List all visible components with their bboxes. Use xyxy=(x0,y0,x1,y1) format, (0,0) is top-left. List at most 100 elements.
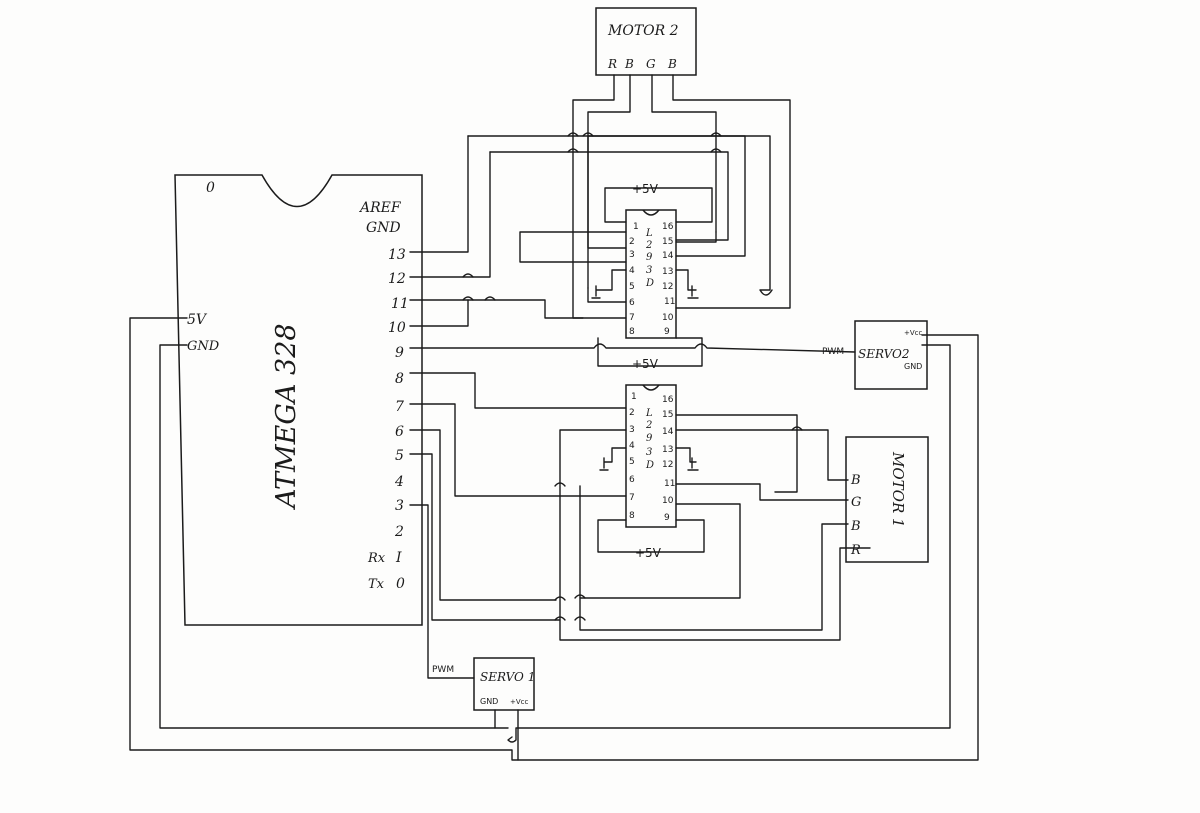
du-pin-7: 7 xyxy=(629,313,635,323)
dl-letter-9: 9 xyxy=(646,433,653,444)
du-supply-bottom-label: +5V xyxy=(632,357,659,371)
wire-du-out1 xyxy=(587,287,627,303)
pin-tx-label: Tx xyxy=(368,577,385,592)
servo-2-body xyxy=(854,320,928,390)
du-pin-6: 6 xyxy=(629,298,635,308)
wire-pin12-bus xyxy=(489,151,729,241)
hop-14 xyxy=(791,426,803,431)
wire-du-gnd-left xyxy=(591,269,627,299)
hop-2 xyxy=(567,148,579,153)
atmega-notch-mark: 0 xyxy=(206,180,215,196)
du-pin-10: 10 xyxy=(662,313,674,323)
pin-rx-label: Rx xyxy=(367,551,386,566)
pin-13-label: 13 xyxy=(388,247,406,263)
wire-pin7 xyxy=(409,403,627,497)
dl-letter-2: 2 xyxy=(645,420,652,431)
wire-dl-gnd-right xyxy=(675,447,699,471)
dl-pin-3: 3 xyxy=(629,425,635,435)
servo-2: SERVO2 PWM +Vcc GND xyxy=(822,320,928,390)
driver-upper: 1 2 3 4 5 6 7 8 16 15 14 13 12 11 10 9 L… xyxy=(625,182,677,371)
wire-dl-pin15 xyxy=(675,414,798,493)
pin-6-label: 6 xyxy=(395,424,404,440)
dl-pin-4: 4 xyxy=(629,441,635,451)
hop-6 xyxy=(462,273,474,278)
pin-5-label: 5 xyxy=(395,448,404,464)
servo-1-body xyxy=(473,657,535,711)
pin-1-label: I xyxy=(395,550,402,566)
dl-pin-14: 14 xyxy=(662,427,674,437)
pin-0-label: 0 xyxy=(396,576,405,592)
pin-7-label: 7 xyxy=(395,399,404,415)
wire-pin13 xyxy=(409,135,469,253)
du-pin-11: 11 xyxy=(664,297,675,307)
du-letter-3: 3 xyxy=(646,265,652,276)
pin-12-label: 12 xyxy=(388,271,406,287)
hop-4 xyxy=(710,132,722,137)
dl-letter-3: 3 xyxy=(646,447,652,458)
hop-7 xyxy=(462,296,474,301)
motor-1-pin-r: R xyxy=(850,543,861,558)
dl-pin-13: 13 xyxy=(662,445,673,455)
wire-gnd-rail-right xyxy=(494,344,951,743)
du-pin-3: 3 xyxy=(629,250,635,260)
pin-10-label: 10 xyxy=(388,320,406,336)
servo-1: SERVO 1 PWM GND +Vcc xyxy=(432,657,535,711)
wire-pin3-servo1 xyxy=(409,504,475,679)
wire-du-vss-loop xyxy=(604,187,713,223)
wire-pin8 xyxy=(409,372,627,409)
pin-gnd-label: GND xyxy=(187,339,220,354)
dl-pin-10: 10 xyxy=(662,496,674,506)
du-letter-d: D xyxy=(645,278,654,289)
servo-2-vcc-label: +Vcc xyxy=(904,329,923,337)
hop-10 xyxy=(554,596,566,601)
du-letter-l: L xyxy=(645,228,653,239)
motor-2-pin-g: G xyxy=(646,57,656,71)
driver-lower: 1 2 3 4 5 6 7 8 16 15 14 13 12 11 10 9 L… xyxy=(625,384,677,560)
du-pin-16: 16 xyxy=(662,222,674,232)
driver-upper-notch xyxy=(642,209,660,216)
pin-8-label: 8 xyxy=(395,371,404,387)
dl-pin-12: 12 xyxy=(662,460,673,470)
dl-pin-11: 11 xyxy=(664,479,675,489)
atmega-body xyxy=(174,174,423,626)
driver-lower-body xyxy=(625,384,677,528)
motor-2-pin-b2: B xyxy=(667,57,677,71)
motor-1-pin-g: G xyxy=(851,495,861,510)
wire-dl-out-b2 xyxy=(579,485,849,631)
wire-dl-pin10 xyxy=(579,503,741,599)
du-pin-1: 1 xyxy=(633,222,639,232)
servo-1-gnd-label: GND xyxy=(480,697,498,706)
du-supply-top-label: +5V xyxy=(632,182,659,196)
wire-pin6 xyxy=(409,429,557,601)
pin-11-label: 11 xyxy=(391,296,409,312)
dl-letter-d: D xyxy=(645,460,654,471)
servo-1-vcc-label: +Vcc xyxy=(510,698,529,706)
servo-2-label: SERVO2 xyxy=(858,347,910,361)
motor-1-label: MOTOR 1 xyxy=(889,451,907,528)
wire-du-out3 xyxy=(675,231,717,243)
driver-upper-body xyxy=(625,209,677,339)
dl-pin-16: 16 xyxy=(662,395,674,405)
wire-dl-out-g xyxy=(675,483,849,501)
pin-aref-label: AREF xyxy=(358,200,402,216)
dl-pin-6: 6 xyxy=(629,475,635,485)
wire-pin9-servo2 xyxy=(409,343,856,353)
du-pin-13: 13 xyxy=(662,267,673,277)
du-pin-5: 5 xyxy=(629,282,635,292)
hop-1 xyxy=(567,132,579,137)
wire-pin5 xyxy=(409,453,561,621)
hop-9 xyxy=(554,482,566,487)
du-pin-12: 12 xyxy=(662,282,673,292)
wire-pin13-bus xyxy=(467,135,773,296)
wire-motor2-b1 xyxy=(587,74,631,289)
pin-5v-label: 5V xyxy=(187,312,208,328)
motor-2-pin-r: R xyxy=(607,57,617,71)
motor-2-pin-b1: B xyxy=(624,57,634,71)
driver-lower-notch xyxy=(642,384,660,391)
hop-13 xyxy=(574,616,586,621)
atmega-chip: 0 ATMEGA 328 AREF GND 13 12 11 10 9 8 7 … xyxy=(174,174,423,626)
wire-motor2-b2 xyxy=(672,74,791,309)
dl-letter-l: L xyxy=(645,408,653,419)
hop-3 xyxy=(582,132,594,137)
